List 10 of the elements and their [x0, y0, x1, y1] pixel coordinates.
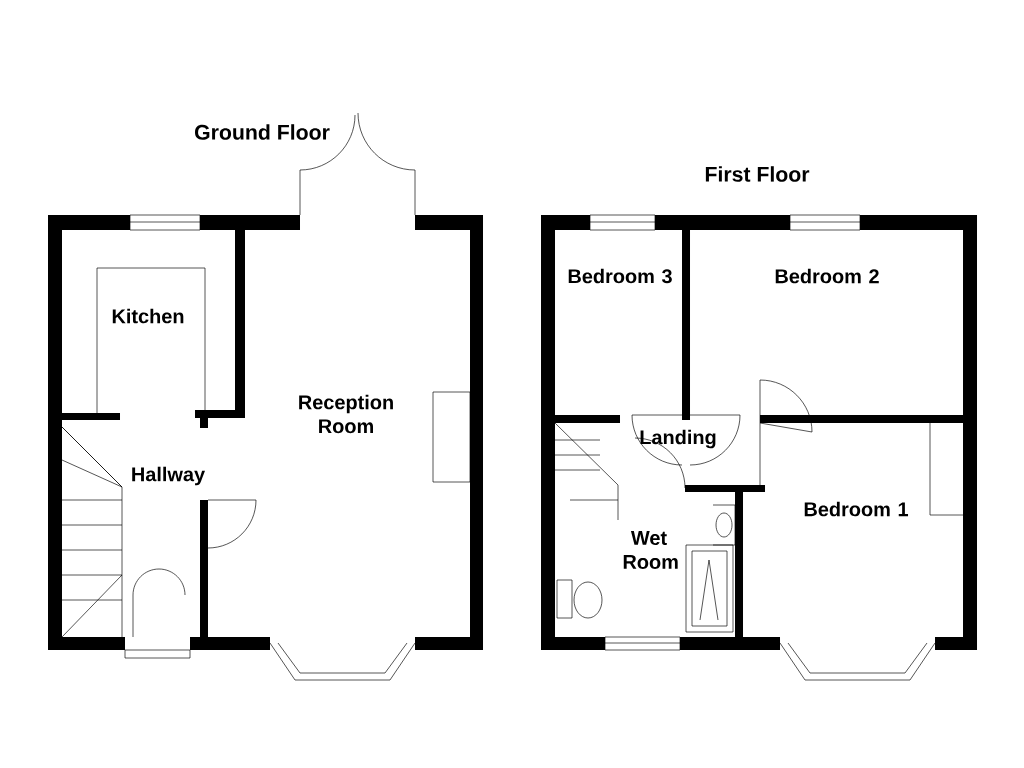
room-label: Wet Room: [623, 531, 678, 569]
room-label: Hallway: [132, 466, 205, 486]
floor-title: First Floor: [705, 166, 810, 182]
room-label: Reception Room: [299, 394, 393, 434]
room-label: Bedroom 3: [568, 268, 672, 284]
floor-title: Ground Floor: [195, 124, 330, 140]
room-label: Bedroom 1: [804, 501, 909, 517]
room-label: Landing: [640, 429, 716, 449]
room-label: Bedroom 2: [775, 268, 879, 284]
room-label: Kitchen: [112, 308, 184, 324]
